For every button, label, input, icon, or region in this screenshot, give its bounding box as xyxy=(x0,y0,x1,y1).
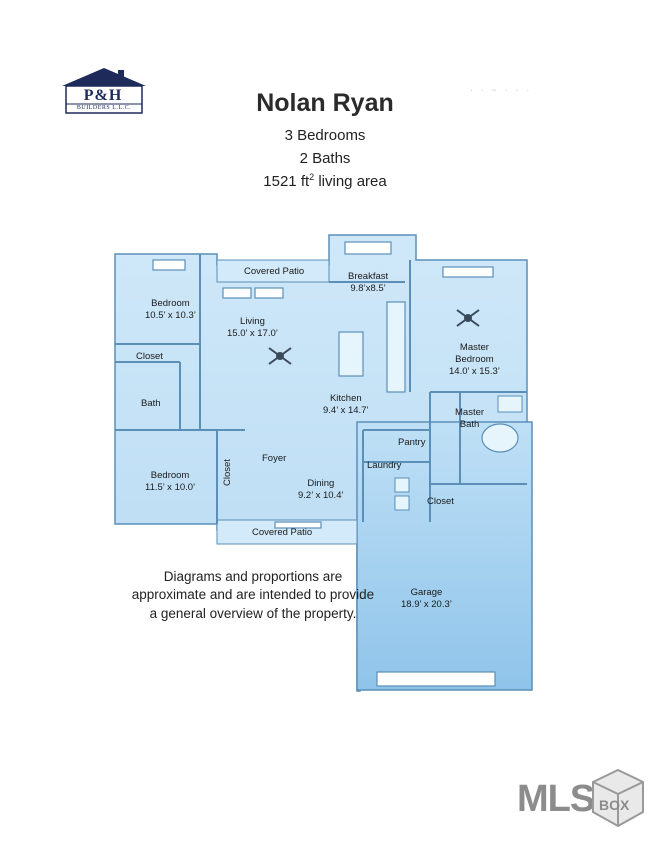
room-dining: Dining 9.2’ x 10.4’ xyxy=(298,478,344,502)
faint-marks: · · ~ · · · xyxy=(470,86,533,95)
room-bedroom-bottom: Bedroom 11.5’ x 10.0’ xyxy=(145,470,195,494)
kitchen-island xyxy=(338,331,364,377)
logo-subtitle: BUILDERS L.L.C. xyxy=(76,105,132,111)
ceiling-fan-icon xyxy=(268,347,292,365)
room-size: 14.0’ x 15.3’ xyxy=(449,365,500,377)
room-name: Breakfast xyxy=(348,271,389,282)
room-name: Living xyxy=(240,316,265,327)
room-closet-top: Closet xyxy=(136,351,163,362)
mls-box-watermark: MLS BOX xyxy=(517,764,647,834)
room-covered-patio-bottom: Covered Patio xyxy=(252,527,313,538)
room-kitchen: Kitchen 9.4’ x 14.7’ xyxy=(323,393,369,417)
disclaimer-text: Diagrams and proportions are approximate… xyxy=(131,569,375,621)
room-foyer: Foyer xyxy=(262,453,287,464)
floor-plan: Bedroom 10.5’ x 10.3’ Closet Bath Bedroo… xyxy=(105,232,537,692)
garage-area xyxy=(356,421,533,691)
room-covered-patio-top: Covered Patio xyxy=(244,266,305,277)
room-laundry: Laundry xyxy=(367,460,402,471)
room-name: Bedroom xyxy=(150,470,190,481)
room-size: 11.5’ x 10.0’ xyxy=(145,481,196,493)
plan-title: Nolan Ryan xyxy=(256,89,394,117)
shower xyxy=(497,395,523,413)
room-size: 10.5’ x 10.3’ xyxy=(145,309,196,321)
room-name: Dining xyxy=(307,478,335,489)
bedroom-count: 3 Bedrooms xyxy=(284,127,366,144)
room-size: 9.8’x8.5’ xyxy=(350,282,386,294)
room-name: Bedroom xyxy=(151,298,190,309)
room-size: 15.0’ x 17.0’ xyxy=(227,327,278,339)
builder-logo: P&H BUILDERS L.L.C. xyxy=(58,66,150,116)
room-name-line-2: Bedroom xyxy=(455,353,494,365)
kitchen-counter xyxy=(386,301,406,393)
living-area-suffix: living area xyxy=(314,173,387,190)
room-master-bedroom: Master Bedroom 14.0’ x 15.3’ xyxy=(449,342,500,378)
house-roof-icon xyxy=(62,68,146,114)
room-bedroom-top: Bedroom 10.5’ x 10.3’ xyxy=(145,298,196,322)
room-breakfast: Breakfast 9.8’x8.5’ xyxy=(348,271,388,295)
room-name: Kitchen xyxy=(329,393,362,404)
room-living: Living 15.0’ x 17.0’ xyxy=(227,316,278,340)
room-master-bath: Master Bath xyxy=(455,407,484,431)
room-name: Master xyxy=(459,342,489,353)
cube-icon: BOX xyxy=(592,768,644,828)
room-name: Master xyxy=(455,407,485,418)
room-size: 18.9’ x 20.3’ xyxy=(401,598,452,610)
top-patio-area xyxy=(216,259,330,283)
room-name-line-2: Bath xyxy=(459,418,480,430)
living-area-number: 1521 ft xyxy=(263,173,310,190)
ceiling-fan-icon xyxy=(456,309,480,327)
bath-count: 2 Baths xyxy=(299,150,351,167)
washer xyxy=(394,477,410,493)
room-bath-left: Bath xyxy=(141,398,161,409)
dryer xyxy=(394,495,410,511)
room-name: Garage xyxy=(410,587,443,598)
box-letters: BOX xyxy=(599,797,630,813)
room-pantry: Pantry xyxy=(398,437,426,448)
room-size: 9.4’ x 14.7’ xyxy=(323,404,369,416)
logo-name: P&H xyxy=(83,87,123,104)
room-closet-side: Closet xyxy=(222,459,233,486)
bathtub xyxy=(481,423,519,453)
watermark-text: MLS xyxy=(517,778,595,820)
floor-plan-drawing xyxy=(114,234,533,692)
living-area-unit-exponent: 2 xyxy=(309,172,315,182)
room-size: 9.2’ x 10.4’ xyxy=(298,489,344,501)
room-closet-right: Closet xyxy=(427,496,454,507)
room-garage: Garage 18.9’ x 20.3’ xyxy=(401,587,452,611)
living-area: 1521 ft2 living area xyxy=(0,172,650,190)
